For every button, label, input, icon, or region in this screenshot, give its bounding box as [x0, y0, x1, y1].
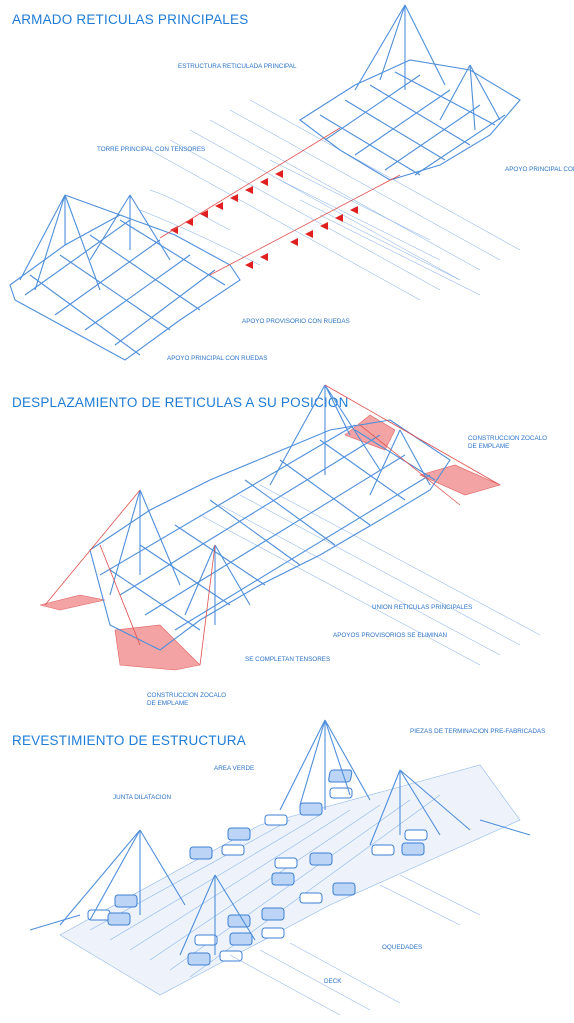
panel-3-title: REVESTIMIENTO DE ESTRUCTURA [12, 733, 246, 748]
red-markers [170, 170, 358, 269]
armado-diagram [9, 4, 521, 361]
zocalo-right [419, 464, 501, 496]
label-zocalo-top-1: CONSTRUCCION ZOCALO [468, 435, 548, 442]
label-zocalo-bottom-2: DE EMPLAME [147, 700, 189, 707]
red-tensors [44, 384, 501, 666]
revestimiento-diagram [29, 719, 531, 1016]
red-axis-line-2 [159, 127, 341, 239]
desplazamiento-diagram [39, 384, 541, 671]
red-axis-line [209, 174, 401, 276]
zocalo-bottom [114, 624, 201, 671]
label-apoyo-provisorio: APOYO PROVISORIO CON RUEDAS [242, 318, 350, 325]
label-deck: DECK [324, 978, 342, 985]
left-grid [9, 194, 241, 361]
label-oquedades: OQUEDADES [382, 944, 423, 951]
label-area-verde: AREA VERDE [214, 765, 255, 772]
ground-lines [139, 99, 521, 301]
label-estructura: ESTRUCTURA RETICULADA PRINCIPAL [178, 63, 297, 70]
label-piezas: PIEZAS DE TERMINACION PRE-FABRICADAS [410, 728, 546, 735]
right-grid [299, 4, 521, 181]
label-apoyo-principal: APOYO PRINCIPAL CON RUEDAS [167, 355, 268, 362]
oquedades [87, 769, 428, 966]
label-tensores: SE COMPLETAN TENSORES [245, 656, 331, 663]
zocalo-left [39, 594, 106, 611]
ground-lines-2 [199, 484, 541, 666]
label-zocalo-top-2: DE EMPLAME [468, 443, 510, 450]
panel-1-title: ARMADO RETICULAS PRINCIPALES [12, 12, 249, 27]
panel-2-title: DESPLAZAMIENTO DE RETICULAS A SU POSICIO… [12, 395, 349, 410]
label-apoyo-right: APOYO PRINCIPAL CON I [505, 166, 574, 173]
panel-desplazamiento: DESPLAZAMIENTO DE RETICULAS A SU POSICIO… [0, 375, 574, 715]
label-apoyos: APOYOS PROVISORIOS SE ELIMINAN [333, 632, 448, 639]
ground-lines-3 [229, 874, 481, 1016]
label-zocalo-bottom-1: CONSTRUCCION ZOCALO [147, 692, 227, 699]
merged-grid [89, 384, 451, 651]
label-junta: JUNTA DILATACION [113, 794, 172, 801]
towers [29, 719, 531, 956]
label-union: UNION RETICULAS PRINCIPALES [372, 604, 473, 611]
panel-armado: ARMADO RETICULAS PRINCIPALES [0, 0, 574, 375]
label-torre: TORRE PRINCIPAL CON TENSORES [97, 146, 206, 153]
panel-revestimiento: REVESTIMIENTO DE ESTRUCTURA [0, 715, 574, 1023]
